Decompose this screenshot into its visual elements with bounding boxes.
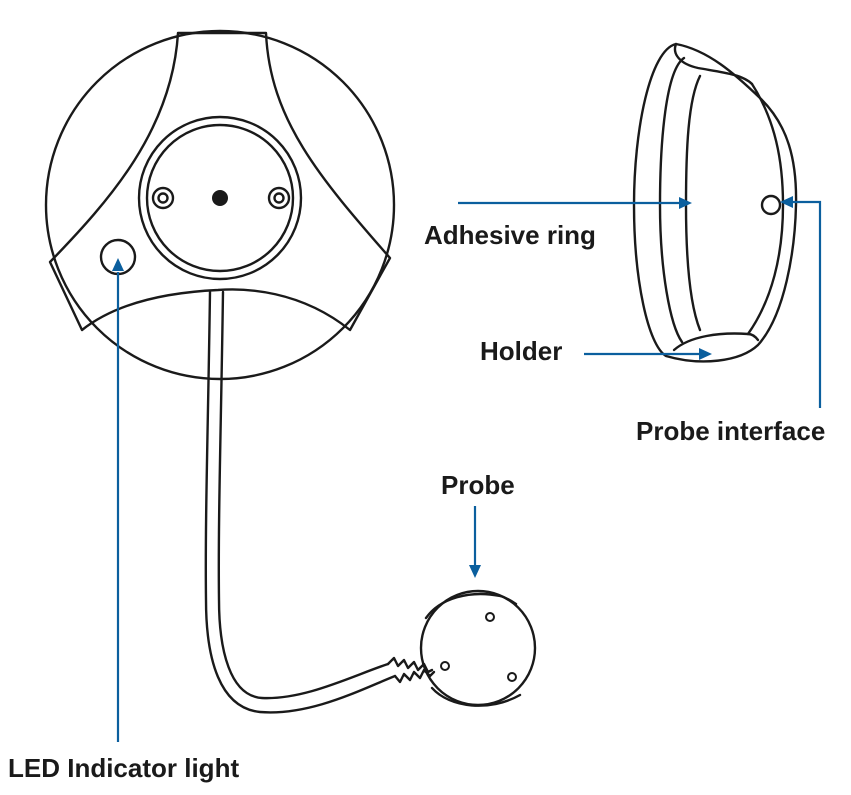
label-adhesive-ring: Adhesive ring	[424, 220, 596, 250]
sensor-tri-lobe	[48, 31, 392, 332]
center-module-inner	[145, 123, 295, 273]
probe-side-rim	[424, 592, 518, 620]
right-screw-core	[273, 192, 285, 204]
leader-probe-interface	[792, 200, 822, 408]
label-led-indicator: LED Indicator light	[8, 753, 240, 783]
side-holder-back	[746, 82, 785, 336]
sensor-outer-circle	[44, 29, 396, 381]
side-inner-shell	[658, 56, 686, 344]
probe-contact-1	[485, 612, 495, 622]
side-holder-top-lip	[673, 42, 754, 86]
arrow-holder	[699, 348, 712, 360]
sensor-body-front	[44, 29, 396, 381]
right-screw	[267, 186, 291, 210]
arrow-adhesive-ring	[679, 197, 692, 209]
probe-bottom-rim	[430, 686, 522, 707]
label-probe-interface: Probe interface	[636, 416, 826, 446]
arrow-probe	[469, 565, 481, 578]
leader-lines	[112, 196, 822, 742]
side-holder-bottom-lip	[672, 332, 760, 352]
probe-contact-2	[440, 661, 450, 671]
probe-interface-port	[760, 194, 782, 216]
probe-top-circle	[419, 589, 537, 707]
label-probe: Probe	[441, 470, 515, 500]
probe-contact-3	[507, 672, 517, 682]
left-screw	[151, 186, 175, 210]
probe-cable	[204, 290, 436, 714]
left-screw-core	[157, 192, 169, 204]
label-holder: Holder	[480, 336, 563, 366]
center-dot	[212, 190, 228, 206]
center-module-outer	[137, 115, 303, 281]
cable-left-edge	[204, 290, 397, 714]
cable-strain-relief	[386, 656, 436, 684]
arrow-led-indicator	[112, 258, 124, 271]
cable-right-edge	[217, 290, 390, 700]
probe-disc	[419, 589, 537, 707]
arrow-probe-interface	[780, 196, 793, 208]
